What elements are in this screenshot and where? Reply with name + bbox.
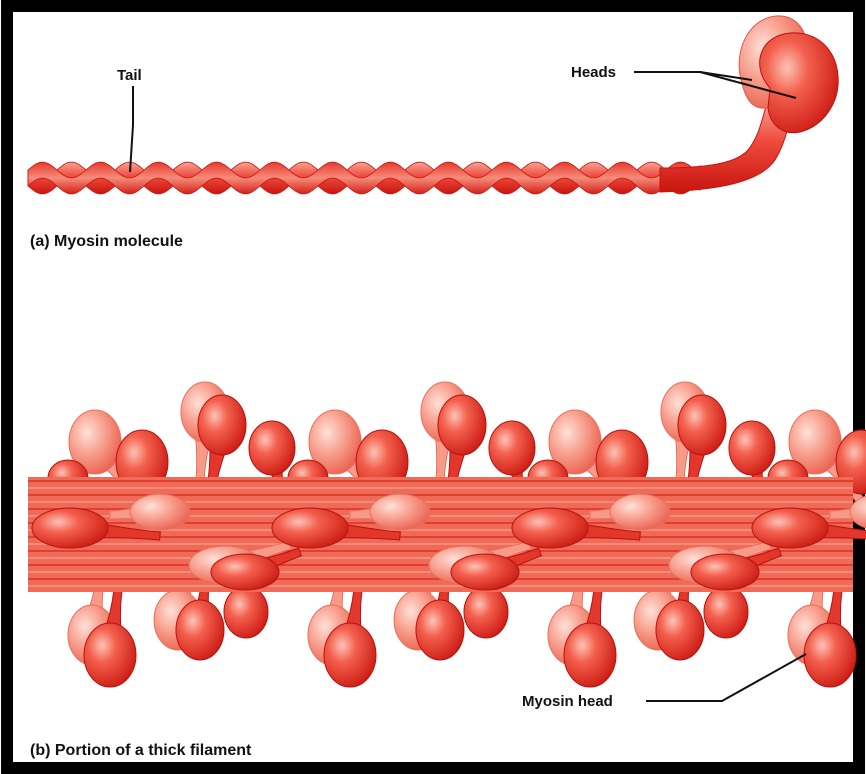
panel-b-caption: (b) Portion of a thick filament (30, 742, 252, 759)
myosin-tail (28, 162, 700, 194)
panel-a-caption: (a) Myosin molecule (30, 233, 183, 250)
heads-label: Heads (571, 64, 616, 81)
myosin-molecule: Tail Heads (a) Myosin molecule (28, 16, 838, 250)
myosin-head-leader-line (646, 654, 806, 701)
myosin-head-label: Myosin head (522, 693, 613, 710)
myosin-head-front (760, 33, 839, 133)
thick-filament: Myosin head (b) Portion of a thick filam… (28, 382, 866, 759)
tail-label: Tail (117, 67, 142, 84)
tail-leader-line (130, 86, 133, 172)
